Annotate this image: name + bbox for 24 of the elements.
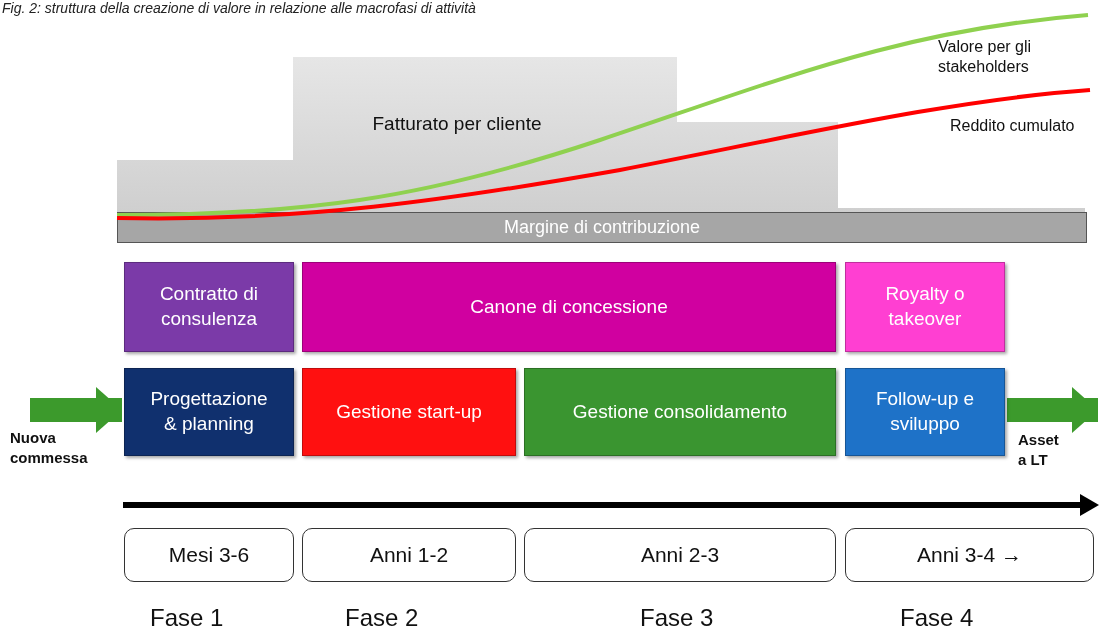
figure-title: Fig. 2: struttura della creazione di valore in relazione alle macrofasi di attività — [2, 0, 476, 16]
phase-label: Fase 3 — [640, 603, 715, 630]
block-arrow — [1007, 387, 1098, 433]
phase-box: Canone di concessione — [302, 262, 836, 352]
period-box: Anni 2-3 — [524, 528, 836, 582]
phase-box: Progettazione & planning — [124, 368, 294, 456]
phase-box: Follow-up e sviluppo — [845, 368, 1005, 456]
period-box: Anni 3-4 → — [845, 528, 1094, 582]
curve-label: Valore per gli stakeholders — [938, 37, 1033, 77]
period-box: Anni 1-2 — [302, 528, 516, 582]
curve-label: Reddito cumulato — [950, 116, 1076, 136]
phase-label: Fase 2 — [345, 603, 420, 630]
period-box: Mesi 3-6 — [124, 528, 294, 582]
edge-label: Asset a LT — [1018, 430, 1060, 469]
phase-label: Fase 4 — [900, 603, 975, 630]
phase-label: Fase 1 — [150, 603, 225, 630]
margin-bar: Margine di contribuzione — [117, 212, 1087, 243]
phase-box: Gestione start-up — [302, 368, 516, 456]
phase-box: Contratto di consulenza — [124, 262, 294, 352]
edge-label: Nuova commessa — [10, 428, 89, 467]
block-arrow — [30, 387, 122, 433]
phase-box: Gestione consolidamento — [524, 368, 836, 456]
band-label: Fatturato per cliente — [371, 112, 543, 136]
phase-box: Royalty o takeover — [845, 262, 1005, 352]
